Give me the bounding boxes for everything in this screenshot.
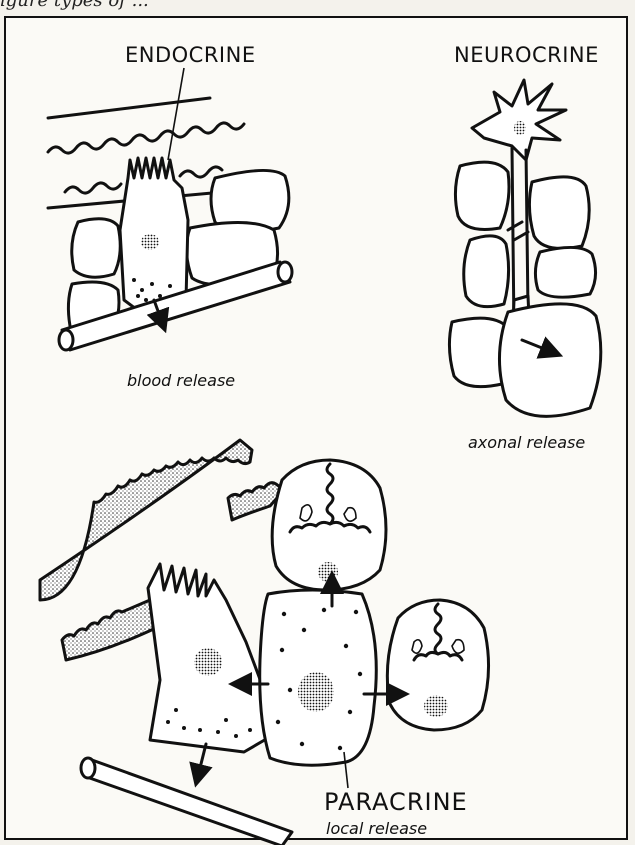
paracrine-capillary <box>84 760 292 845</box>
target-cell-right-nucleus <box>424 695 448 717</box>
neurocrine-neighbor-cell <box>529 177 589 249</box>
paracrine-secretory-nucleus <box>194 648 222 676</box>
paracrine-vessel-wall-upper <box>40 440 252 600</box>
neuron-soma <box>472 80 566 160</box>
paracrine-arrow-down <box>198 744 206 776</box>
endocrine-capillary-end <box>59 330 73 350</box>
neurocrine-neighbor-cell <box>464 236 509 307</box>
paracrine-vessel-wall-lower <box>62 600 160 660</box>
neurocrine-panel: NEUROCRINE axonal release <box>449 43 600 452</box>
endocrine-nucleus <box>141 234 159 250</box>
endocrine-neighbor-cell <box>72 219 121 277</box>
paracrine-central-nucleus <box>298 672 334 712</box>
endocrine-vessel-wall-top <box>48 98 210 118</box>
neurocrine-label: NEUROCRINE <box>454 43 599 67</box>
neurocrine-neighbor-cell <box>455 162 509 229</box>
paracrine-label: PARACRINE <box>324 788 468 816</box>
local-release-label: local release <box>326 819 427 838</box>
blood-release-label: blood release <box>127 371 235 390</box>
neuron-nucleus <box>514 121 526 135</box>
endocrine-pointer-line <box>168 68 184 160</box>
paracrine-capillary-end <box>81 758 95 778</box>
neurocrine-target-cell <box>499 304 600 416</box>
neurocrine-neighbor-cell <box>535 247 595 297</box>
endocrine-label: ENDOCRINE <box>125 43 256 67</box>
paracrine-panel: PARACRINE local release <box>40 440 489 845</box>
axonal-release-label: axonal release <box>468 433 585 452</box>
target-cell-top-nucleus <box>318 562 338 582</box>
endocrine-panel: ENDOCRINE blood release <box>48 43 292 390</box>
endocrine-vessel-wall-wavy-upper <box>48 123 244 153</box>
endocrine-capillary-end <box>278 262 292 282</box>
axon-break-mark <box>508 222 528 240</box>
